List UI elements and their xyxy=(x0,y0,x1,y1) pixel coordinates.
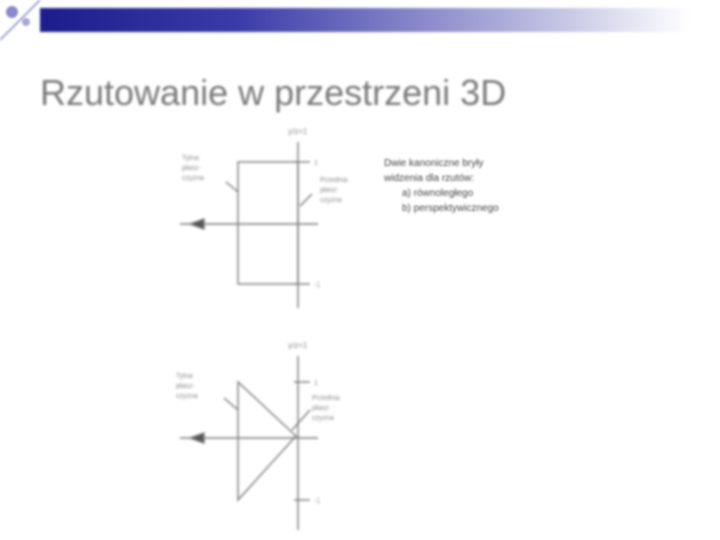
parallel-front-plane-pointer xyxy=(299,193,313,207)
parallel-front-plane-label: Przednia płasz- czyzna xyxy=(320,177,350,204)
projection-diagrams: y/z=1 Tylna płasz- czyzna Przednia płasz… xyxy=(176,127,350,530)
perspective-view-volume-diagram xyxy=(180,356,318,530)
perspective-back-plane-pointer xyxy=(223,397,239,411)
perspective-front-plane-pointer xyxy=(291,409,311,431)
parallel-view-volume-diagram xyxy=(180,142,318,308)
note-item-perspective: b) perspektywicznego xyxy=(402,203,499,214)
parallel-eye-arrow xyxy=(187,218,205,230)
corner-decoration xyxy=(0,0,41,41)
parallel-back-plane-label: Tylna płasz- czyzna xyxy=(182,155,204,182)
perspective-tick-bottom-label: -1 xyxy=(314,498,320,505)
perspective-eye-arrow xyxy=(187,432,205,444)
parallel-back-plane-pointer xyxy=(225,181,239,193)
perspective-axis-label: y/z=1 xyxy=(288,341,308,350)
note-line: Dwie kanoniczne bryły xyxy=(384,158,484,169)
perspective-view-volume xyxy=(237,380,297,502)
slide-title: Rzutowanie w przestrzeni 3D xyxy=(40,72,507,113)
parallel-tick-bottom-label: -1 xyxy=(314,282,320,289)
perspective-back-plane-label: Tylna płasz- czyzna xyxy=(176,373,198,400)
note-item-parallel: a) równoległego xyxy=(402,188,474,199)
title-bar xyxy=(40,8,690,32)
parallel-axis-label: y/z=1 xyxy=(288,127,308,136)
parallel-view-volume xyxy=(237,161,299,285)
perspective-front-plane-label: Przednia płasz- czyzna xyxy=(312,395,342,422)
parallel-tick-top-label: 1 xyxy=(314,160,318,167)
canonical-volumes-note: Dwie kanoniczne bryły widzenia dla rzutó… xyxy=(384,156,624,216)
perspective-tick-top-label: 1 xyxy=(314,380,318,387)
note-line: widzenia dla rzutów: xyxy=(384,173,475,184)
